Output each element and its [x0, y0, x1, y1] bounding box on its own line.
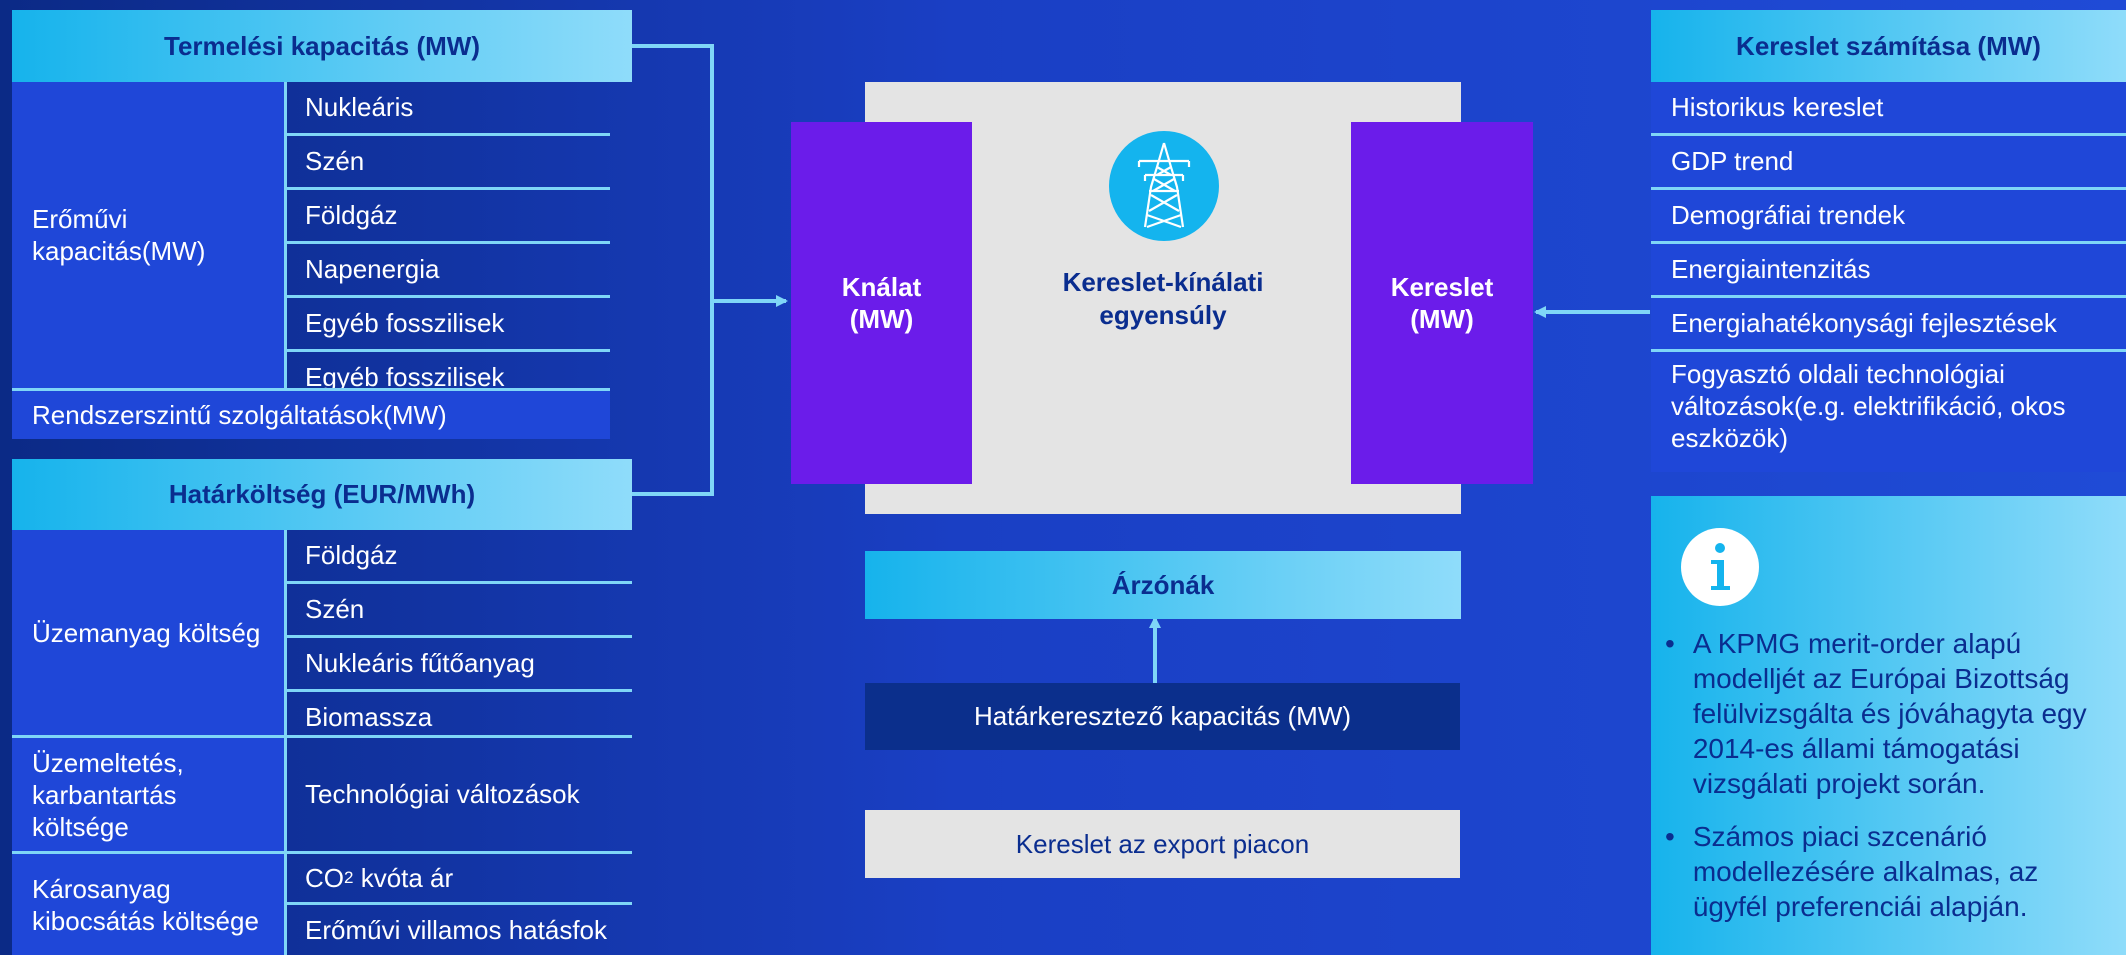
co2-suffix: kvóta ár: [353, 862, 454, 893]
om-cost-cell: Üzemeltetés, karbantartás költsége: [12, 738, 284, 851]
list-item: Demográfiai trendek: [1651, 190, 2126, 244]
divider: [12, 735, 632, 738]
list-item: Földgáz: [287, 530, 632, 584]
system-services: Rendszerszintű szolgáltatások(MW): [12, 391, 610, 439]
supply-label: Knálat (MW): [841, 272, 922, 334]
bullet-item: • A KPMG merit-order alapú modelljét az …: [1665, 626, 2115, 801]
list-item: Szén: [287, 584, 632, 638]
bullet-dot: •: [1665, 628, 1675, 659]
fuel-cost-label: Üzemanyag költség: [32, 618, 261, 648]
divider: [12, 388, 610, 391]
list-item: Technológiai változások: [305, 779, 580, 809]
bullet-dot: •: [1665, 821, 1675, 852]
bracket-line: [632, 44, 714, 496]
list-item: Egyéb fosszilisek: [305, 362, 505, 392]
demand-calc-list: Historikus kereslet GDP trend Demográfia…: [1651, 82, 2126, 472]
list-item: GDP trend: [1651, 136, 2126, 190]
emission-cost-label: Károsanyag kibocsátás költsége: [32, 873, 259, 936]
production-header: Termelési kapacitás (MW): [12, 10, 632, 82]
om-cost-label: Üzemeltetés, karbantartás költsége: [32, 747, 184, 842]
divider: [284, 82, 287, 388]
list-item: Egyéb fosszilisek: [287, 298, 610, 352]
divider: [284, 530, 287, 955]
list-item: Szén: [287, 136, 610, 190]
fuel-cost-cell: Üzemanyag költség: [12, 530, 284, 736]
list-item: Napenergia: [287, 244, 610, 298]
plant-capacity-label: Erőművi kapacitás(MW): [32, 204, 206, 266]
plant-capacity-cell: Erőművi kapacitás(MW): [12, 82, 284, 388]
list-item: Nukleáris: [287, 82, 610, 136]
supply-box: Knálat (MW): [791, 122, 972, 484]
info-icon: [1681, 528, 1759, 606]
demand-box: Kereslet (MW): [1351, 122, 1533, 484]
equilibrium-label: Kereslet-kínálati egyensúly: [1062, 267, 1264, 330]
list-item: Földgáz: [287, 190, 610, 244]
list-item: Fogyasztó oldali technológiai változások…: [1671, 359, 2066, 453]
demand-label: Kereslet (MW): [1390, 272, 1494, 334]
marginal-cost-header: Határköltség (EUR/MWh): [12, 459, 632, 530]
demand-calc-header: Kereslet számítása (MW): [1651, 10, 2126, 82]
info-panel: • A KPMG merit-order alapú modelljét az …: [1651, 496, 2126, 955]
list-item: Erőművi villamos hatásfok: [305, 914, 607, 945]
price-zones-header: Árzónák: [865, 551, 1461, 619]
list-item: Nukleáris fűtőanyag: [287, 638, 632, 692]
cross-border-capacity: Határkeresztező kapacitás (MW): [865, 683, 1460, 750]
list-item: Biomassza: [305, 701, 433, 732]
co2-sub: 2: [344, 868, 354, 887]
bullet-item: • Számos piaci szcenárió modellezésére a…: [1665, 819, 2115, 924]
co2-prefix: CO: [305, 862, 344, 893]
divider: [12, 851, 632, 854]
bullet-text: A KPMG merit-order alapú modelljét az Eu…: [1692, 628, 2087, 799]
emission-cost-cell: Károsanyag kibocsátás költsége: [12, 854, 284, 955]
list-item: Energiaintenzitás: [1651, 244, 2126, 298]
pylon-icon: [1109, 131, 1219, 241]
list-item: Historikus kereslet: [1651, 82, 2126, 136]
bullet-text: Számos piaci szcenárió modellezésére alk…: [1692, 821, 2039, 922]
production-items: Nukleáris Szén Földgáz Napenergia Egyéb …: [287, 82, 610, 403]
export-demand: Kereslet az export piacon: [865, 810, 1460, 878]
list-item: Energiahatékonysági fejlesztések: [1651, 298, 2126, 352]
info-bullets: • A KPMG merit-order alapú modelljét az …: [1665, 626, 2115, 924]
fuel-items: Földgáz Szén Nukleáris fűtőanyag Biomass…: [287, 530, 632, 742]
